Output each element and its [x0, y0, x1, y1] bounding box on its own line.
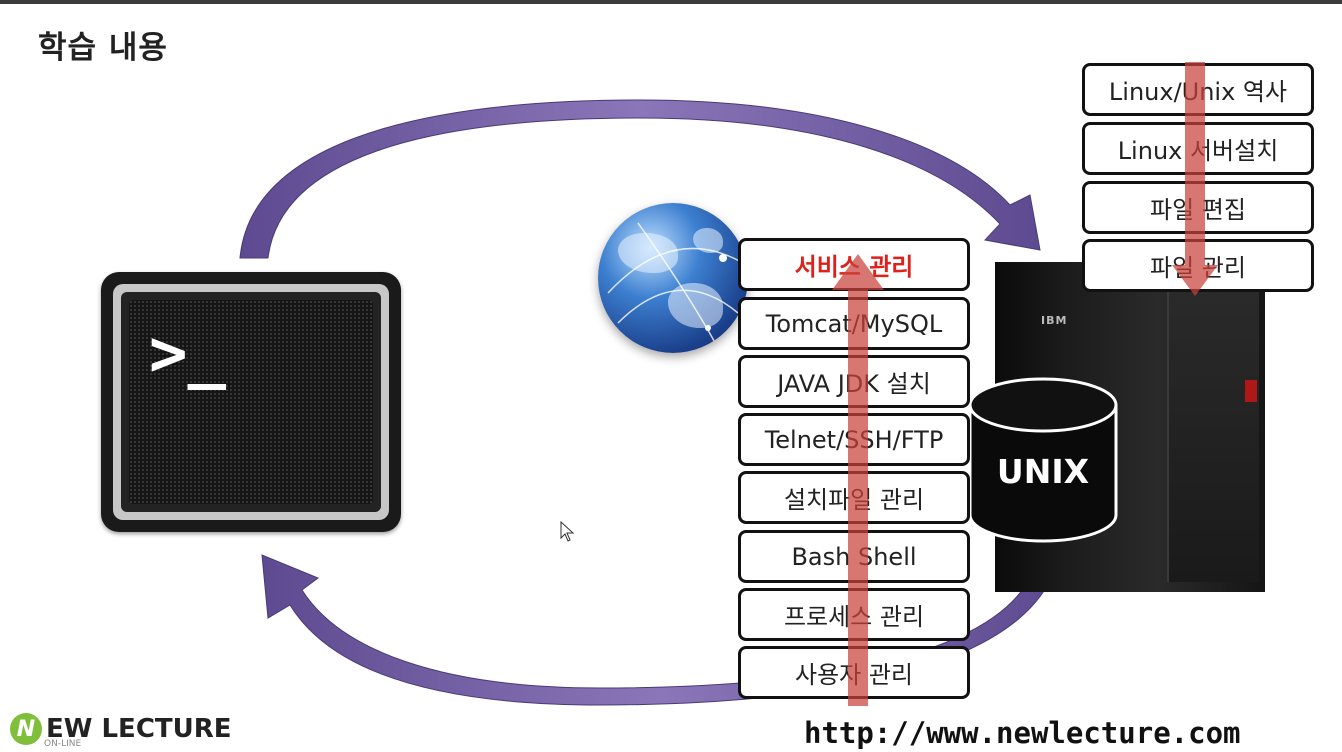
logo-text: EW LECTURE: [46, 714, 232, 744]
newlecture-logo: N EW LECTURE: [10, 711, 232, 747]
database-cylinder-icon: [968, 377, 1118, 543]
logo-subtext: ON-LINE: [44, 739, 82, 749]
unix-label: UNIX: [996, 452, 1090, 491]
down-arrow-icon: [1172, 62, 1218, 296]
terminal-prompt: >_: [149, 317, 227, 391]
server-brand: IBM: [1041, 314, 1068, 327]
page-title: 학습 내용: [38, 30, 168, 66]
logo-mark: N: [10, 713, 42, 745]
site-url: http://www.newlecture.com: [804, 716, 1241, 750]
globe-icon: [598, 203, 748, 353]
top-border: [0, 0, 1342, 4]
terminal-icon: >_: [101, 272, 401, 532]
up-arrow-icon: [832, 254, 884, 706]
top-cycle-arrow: [239, 99, 1041, 259]
mouse-cursor-icon: [560, 521, 575, 542]
